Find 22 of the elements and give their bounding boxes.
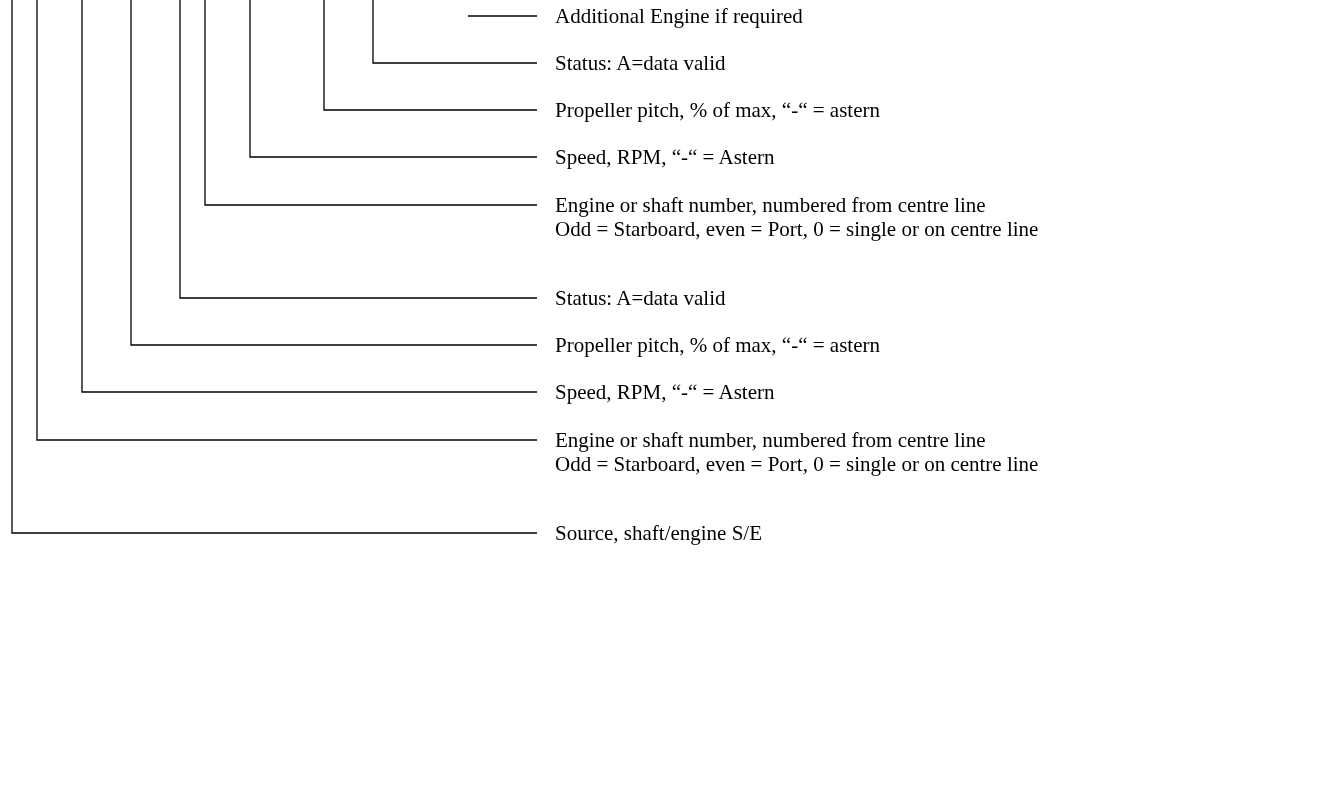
field-description: Speed, RPM, “-“ = Astern (555, 380, 775, 404)
field-description: Odd = Starboard, even = Port, 0 = single or on centre line (555, 452, 1039, 476)
leader-line (179, 0, 538, 299)
leader-line (204, 0, 538, 206)
leader-line (323, 0, 538, 111)
leader-line (467, 15, 538, 17)
leader-line (372, 0, 538, 64)
leader-line (81, 0, 538, 393)
field-description: Propeller pitch, % of max, “-“ = astern (555, 98, 880, 122)
field-description: Status: A=data valid (555, 286, 726, 310)
field-description: Engine or shaft number, numbered from centre line (555, 193, 987, 217)
leader-line (249, 0, 538, 158)
field-description: Status: A=data valid (555, 51, 726, 75)
field-description: Odd = Starboard, even = Port, 0 = single or on centre line (555, 217, 1039, 241)
field-description: Source, shaft/engine S/E (555, 521, 763, 545)
field-description: Speed, RPM, “-“ = Astern (555, 145, 775, 169)
leader-line (36, 0, 538, 441)
field-description: Additional Engine if required (555, 4, 803, 28)
leader-line (130, 0, 538, 346)
field-description: Engine or shaft number, numbered from centre line (555, 428, 987, 452)
field-description: Propeller pitch, % of max, “-“ = astern (555, 333, 880, 357)
leader-line (11, 0, 538, 534)
